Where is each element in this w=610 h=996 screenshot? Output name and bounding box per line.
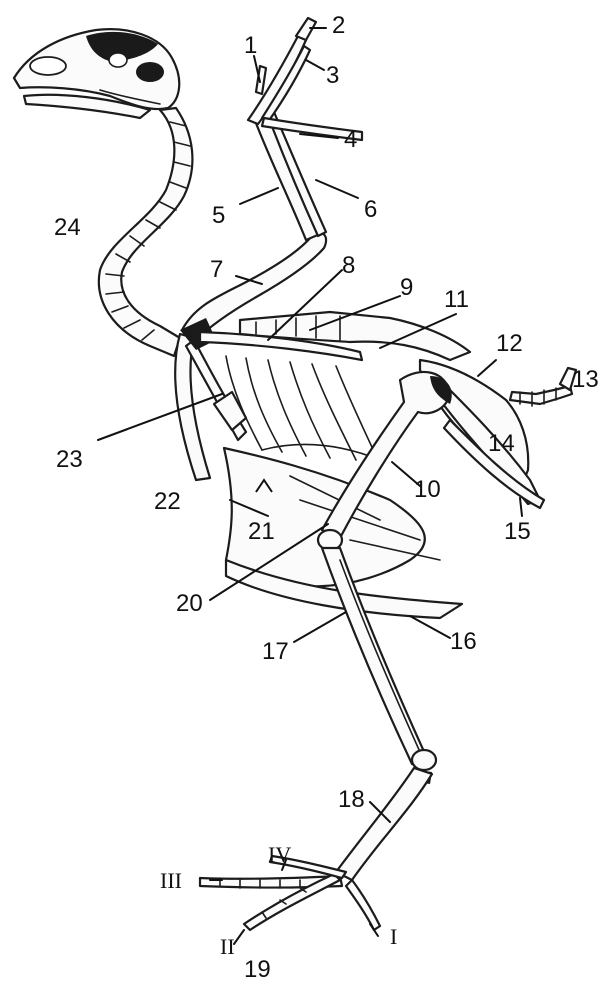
label-6: 6: [364, 198, 377, 222]
cervical-vertebrae: [99, 108, 193, 356]
label-7: 7: [210, 258, 223, 282]
label-toe-iv: IV: [268, 844, 291, 866]
label-9: 9: [400, 276, 413, 300]
label-19: 19: [244, 958, 271, 982]
label-17: 17: [262, 640, 289, 664]
label-1: 1: [244, 34, 257, 58]
label-18: 18: [338, 788, 365, 812]
skull: [14, 29, 179, 118]
label-12: 12: [496, 332, 523, 356]
label-4: 4: [344, 128, 357, 152]
label-23: 23: [56, 448, 83, 472]
label-3: 3: [326, 64, 339, 88]
label-2: 2: [332, 14, 345, 38]
label-8: 8: [342, 254, 355, 278]
label-20: 20: [176, 592, 203, 616]
label-10: 10: [414, 478, 441, 502]
label-14: 14: [488, 432, 515, 456]
label-toe-iii: III: [160, 870, 182, 892]
label-11: 11: [444, 288, 469, 312]
label-13: 13: [572, 368, 599, 392]
label-5: 5: [212, 204, 225, 228]
label-15: 15: [504, 520, 531, 544]
label-24: 24: [54, 216, 81, 240]
label-22: 22: [154, 490, 181, 514]
label-21: 21: [248, 520, 275, 544]
label-toe-i: I: [390, 926, 397, 948]
label-toe-ii: II: [220, 936, 235, 958]
label-16: 16: [450, 630, 477, 654]
